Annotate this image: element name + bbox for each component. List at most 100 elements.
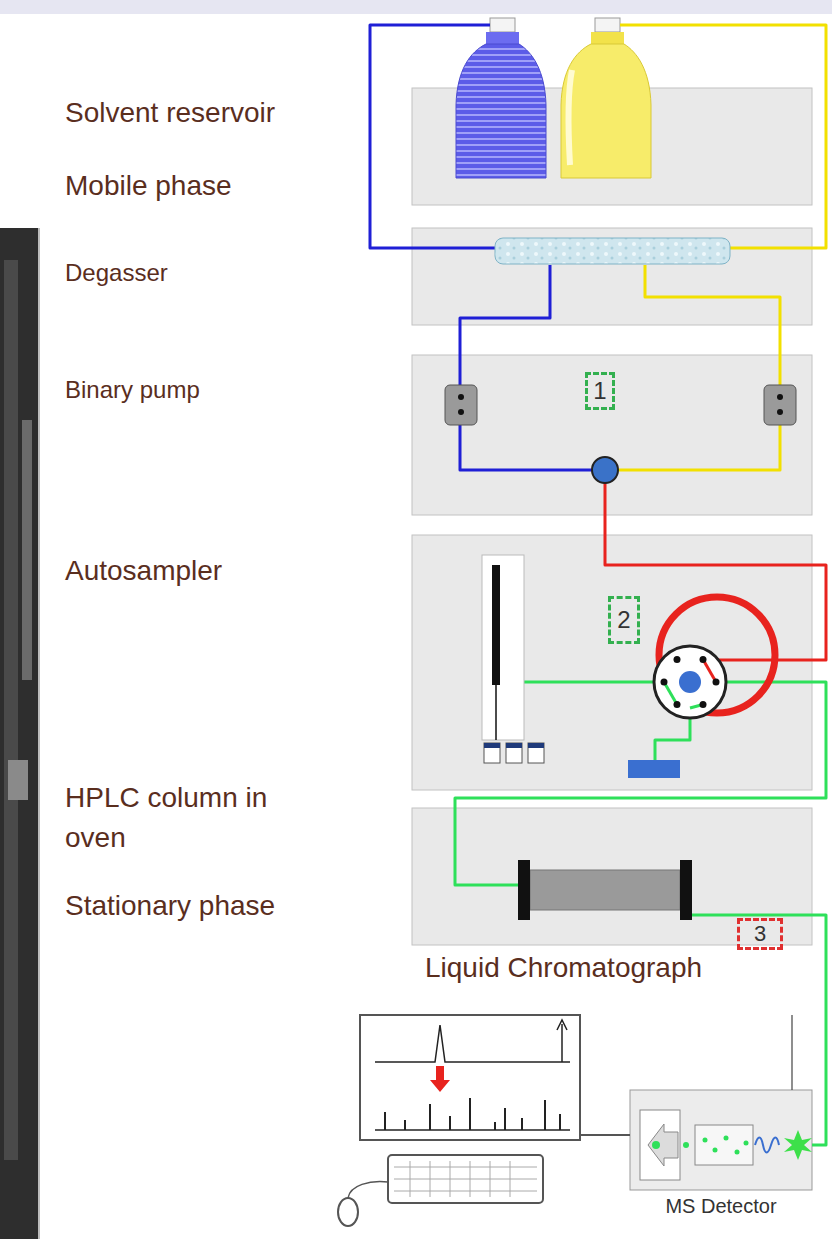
- solvent-bottle: [456, 18, 651, 178]
- hplc-column: [680, 860, 692, 920]
- hplc-column: [518, 860, 692, 920]
- tubing: [412, 25, 826, 1145]
- degasser-tube: [495, 238, 730, 264]
- solvent-bottle: [490, 18, 515, 32]
- tubing-line: [370, 25, 412, 248]
- hplc-column: [530, 870, 680, 910]
- binary-pump-module: Binary pump: [412, 355, 812, 515]
- autosampler-parts: [484, 743, 500, 748]
- top-band: [0, 0, 832, 14]
- autosampler-parts: [674, 701, 681, 708]
- tubing: [645, 265, 780, 325]
- tubing: [412, 247, 495, 250]
- module-box: [412, 355, 812, 515]
- computer: [385, 1098, 560, 1130]
- tubing: [455, 808, 518, 885]
- column-oven-module: HPLC column in ovenStationary phase: [412, 808, 812, 945]
- module-label: Mobile phase: [65, 168, 232, 203]
- pump-head: [592, 457, 618, 483]
- module-box: [412, 228, 812, 325]
- autosampler-parts: [713, 679, 720, 686]
- solvent-bottle: [456, 44, 546, 178]
- tubing: [412, 24, 490, 27]
- pump-head: [764, 385, 796, 425]
- tubing-line: [459, 325, 462, 355]
- photo-strip: [0, 228, 40, 1239]
- ms-detector-parts: [724, 1136, 729, 1141]
- solvent-bottle: [569, 70, 572, 165]
- autosampler-parts: [492, 565, 500, 685]
- module-label: Degasser: [65, 258, 168, 288]
- photo-strip: [8, 760, 28, 800]
- tubing: [620, 24, 812, 27]
- computer: [580, 1134, 630, 1136]
- autosampler-parts: [506, 743, 522, 748]
- tubing-line: [812, 915, 826, 1145]
- degasser-module: Degasser: [412, 228, 812, 325]
- tubing-line: [604, 515, 607, 535]
- ms-detector-parts: [648, 1124, 678, 1166]
- tubing: [460, 265, 550, 325]
- autosampler-parts: [674, 656, 681, 663]
- autosampler-parts: [661, 679, 668, 686]
- tubing: [618, 425, 780, 470]
- computer: [561, 1024, 563, 1062]
- callout-number: 2: [608, 596, 640, 644]
- tubing-line: [779, 325, 782, 355]
- tubing: [779, 355, 782, 385]
- module-box: [412, 88, 812, 945]
- autosampler-parts: [628, 760, 680, 778]
- ms-detector-parts: [652, 1141, 660, 1149]
- solvent-bottle: [591, 32, 624, 44]
- computer: [338, 1198, 358, 1226]
- module-label: Solvent reservoir: [65, 95, 275, 130]
- ms-detector-parts: [713, 1148, 718, 1153]
- section-caption: Liquid Chromatograph: [425, 953, 702, 984]
- module-box: [412, 535, 812, 790]
- ms-detector-parts: [640, 1110, 680, 1180]
- ms-detector-parts: [744, 1141, 749, 1146]
- module-label: Binary pump: [65, 375, 200, 405]
- solvent-bottle: [595, 18, 620, 32]
- callout-number: 1: [585, 372, 615, 410]
- module-box: [412, 808, 812, 945]
- autosampler-module: Autosampler: [412, 535, 812, 790]
- ms-detector-parts: [630, 1015, 812, 1190]
- computer: [375, 1025, 570, 1062]
- autosampler-parts: [482, 555, 775, 778]
- computer: [348, 1182, 388, 1198]
- tubing-line: [455, 682, 826, 808]
- ms-detector-parts: [703, 1138, 708, 1143]
- computer: [360, 1015, 580, 1140]
- autosampler-parts: [528, 743, 544, 748]
- autosampler-parts: [679, 671, 701, 693]
- callout-number: 3: [737, 918, 783, 950]
- autosampler-parts: [528, 743, 544, 763]
- ms-detector-parts: [755, 1138, 779, 1153]
- top-band: [0, 0, 832, 14]
- autosampler-parts: [664, 682, 677, 705]
- tubing: [460, 425, 592, 470]
- ms-detector-parts: [630, 1090, 812, 1190]
- module-label: HPLC column in oven: [65, 778, 315, 858]
- tubing: [692, 914, 812, 917]
- tubing: [730, 247, 812, 250]
- autosampler-parts: [506, 743, 522, 763]
- tubing-line: [812, 25, 826, 248]
- hplc-column: [518, 860, 530, 920]
- ms-detector-parts: [695, 1125, 753, 1165]
- solvent-bottle: [486, 32, 519, 44]
- pump-head: [445, 385, 796, 483]
- pump-head: [777, 409, 783, 415]
- pump-head: [445, 385, 477, 425]
- photo-strip: [4, 260, 18, 1160]
- pump-head: [458, 394, 464, 400]
- autosampler-parts: [484, 743, 500, 763]
- solvent-reservoir-module: Solvent reservoirMobile phase: [412, 18, 812, 205]
- pump-head: [777, 394, 783, 400]
- module-label: MS Detector: [630, 1194, 812, 1219]
- photo-strip: [22, 420, 32, 680]
- degasser-tube: [495, 238, 730, 264]
- ms-detector-parts: [735, 1150, 740, 1155]
